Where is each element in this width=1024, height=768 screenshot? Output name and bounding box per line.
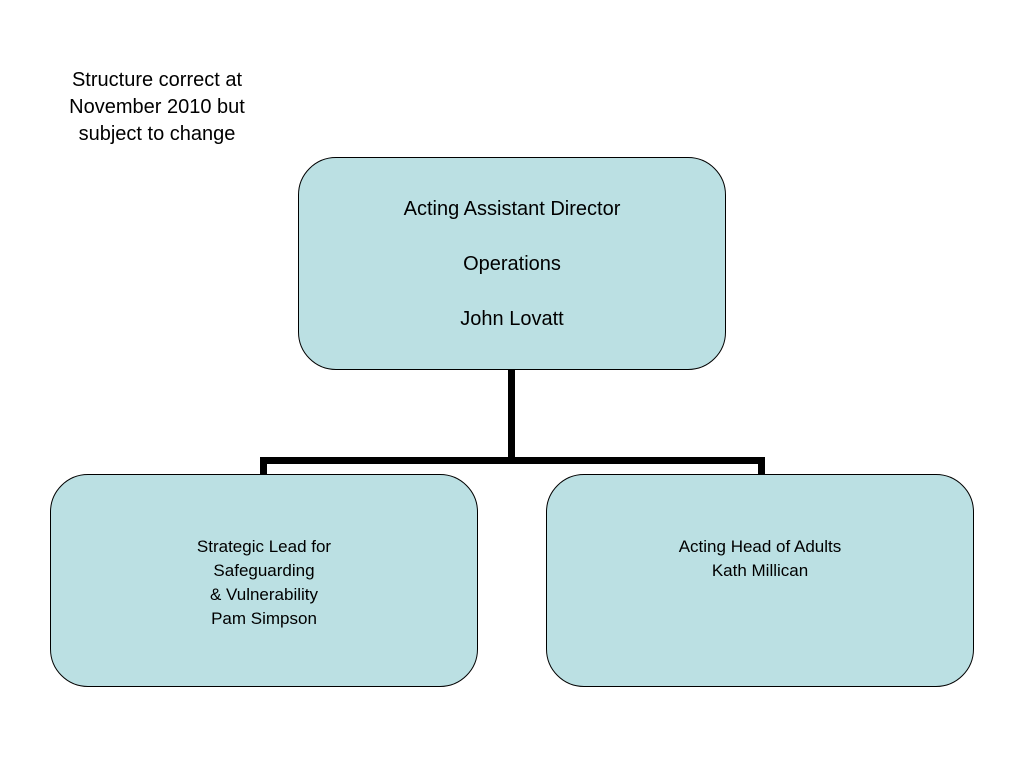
connector-drop-right [758, 457, 765, 474]
structure-note: Structure correct at November 2010 but s… [42, 67, 272, 148]
left-box-line-2: Safeguarding [213, 561, 315, 580]
connector-horizontal-bar [260, 457, 765, 464]
left-box-line-1: Strategic Lead for [196, 537, 332, 556]
left-box-line-4: Pam Simpson [211, 609, 317, 628]
note-line-2: November 2010 but [69, 96, 245, 118]
note-line-3: subject to change [78, 123, 236, 145]
top-box-title: Acting Assistant Director [403, 198, 621, 220]
right-box-line-1: Acting Head of Adults [678, 537, 842, 556]
head-of-adults-box: Acting Head of Adults Kath Millican [546, 474, 974, 687]
top-box-name: John Lovatt [460, 308, 564, 330]
right-box-line-2: Kath Millican [711, 561, 809, 580]
left-box-line-3: & Vulnerability [209, 585, 319, 604]
assistant-director-box: Acting Assistant Director Operations Joh… [298, 157, 726, 370]
connector-stem [508, 370, 515, 463]
safeguarding-lead-box: Strategic Lead for Safeguarding & Vulner… [50, 474, 478, 687]
connector-drop-left [260, 457, 267, 474]
note-line-1: Structure correct at [71, 69, 243, 91]
top-box-department: Operations [463, 253, 561, 275]
